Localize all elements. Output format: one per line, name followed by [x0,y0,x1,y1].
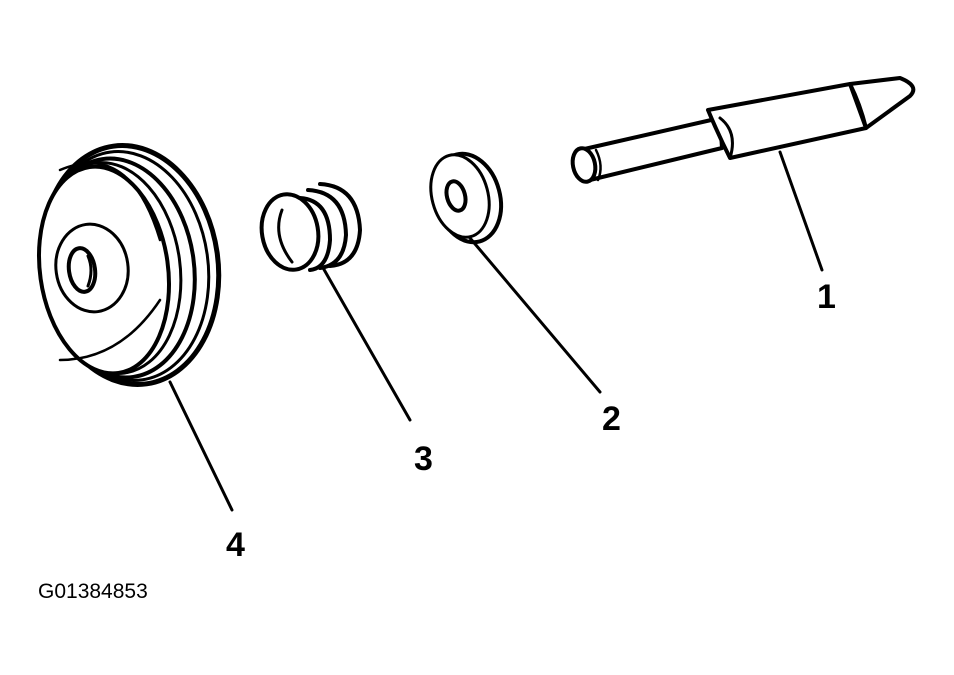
callout-2: 2 [602,400,621,438]
part-1-pin [570,76,916,184]
part-2-washer [429,151,504,245]
part-4-pulley [36,143,222,387]
leader-line-3 [320,264,412,422]
leader-line-4 [168,380,234,512]
leader-line-2 [468,236,602,394]
callout-1: 1 [817,278,836,316]
figure-code: G01384853 [38,580,148,603]
callout-3: 3 [414,440,433,478]
callout-4: 4 [226,526,245,564]
leader-line-1 [778,150,824,272]
part-3-spring [259,182,362,272]
